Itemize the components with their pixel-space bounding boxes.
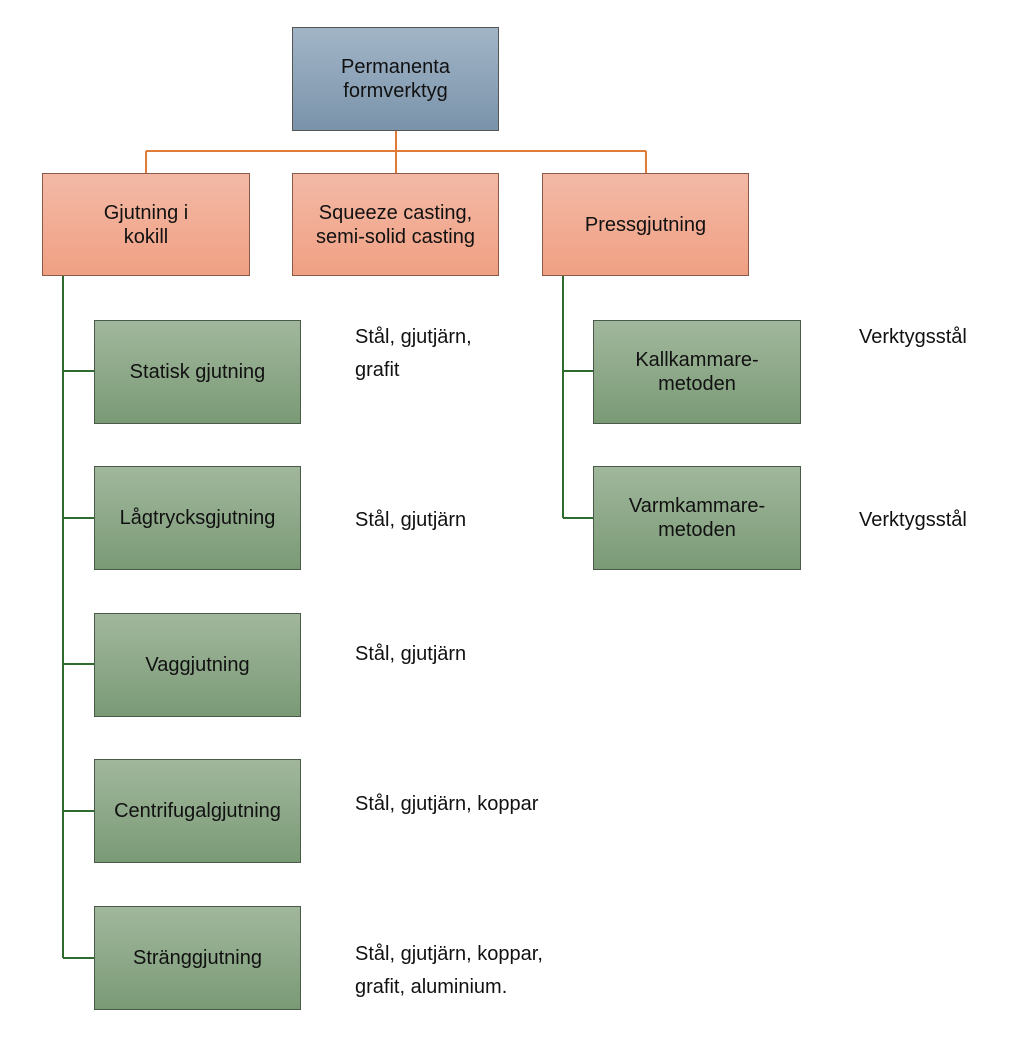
leaf-varmkammare-metoden: Varmkammare- metoden	[593, 466, 801, 570]
materials-centrifugalgjutning: Stål, gjutjärn, koppar	[355, 793, 539, 815]
leaf-lagtrycksgjutning: Lågtrycksgjutning	[94, 466, 301, 570]
branch-pressgjutning: Pressgjutning	[542, 173, 749, 276]
leaf-vaggjutning: Vaggjutning	[94, 613, 301, 717]
leaf-centrifugalgjutning: Centrifugalgjutning	[94, 759, 301, 863]
materials-vaggjutning: Stål, gjutjärn	[355, 643, 467, 665]
leaf-kallkammare-metoden: Kallkammare- metoden	[593, 320, 801, 424]
materials-varmkammare: Verktygsstål	[859, 509, 967, 531]
branch-gjutning-i-kokill: Gjutning i kokill	[42, 173, 250, 276]
materials-kallkammare: Verktygsstål	[859, 326, 967, 348]
leaf-stranggjutning: Stränggjutning	[94, 906, 301, 1010]
materials-lagtrycksgjutning: Stål, gjutjärn	[355, 509, 467, 531]
root-node: Permanenta formverktyg	[292, 27, 499, 131]
materials-stranggjutning: Stål, gjutjärn, koppar, grafit, aluminiu…	[355, 943, 543, 998]
materials-statisk-gjutning: Stål, gjutjärn, grafit	[355, 326, 472, 381]
leaf-statisk-gjutning: Statisk gjutning	[94, 320, 301, 424]
branch-squeeze-casting: Squeeze casting, semi-solid casting	[292, 173, 499, 276]
